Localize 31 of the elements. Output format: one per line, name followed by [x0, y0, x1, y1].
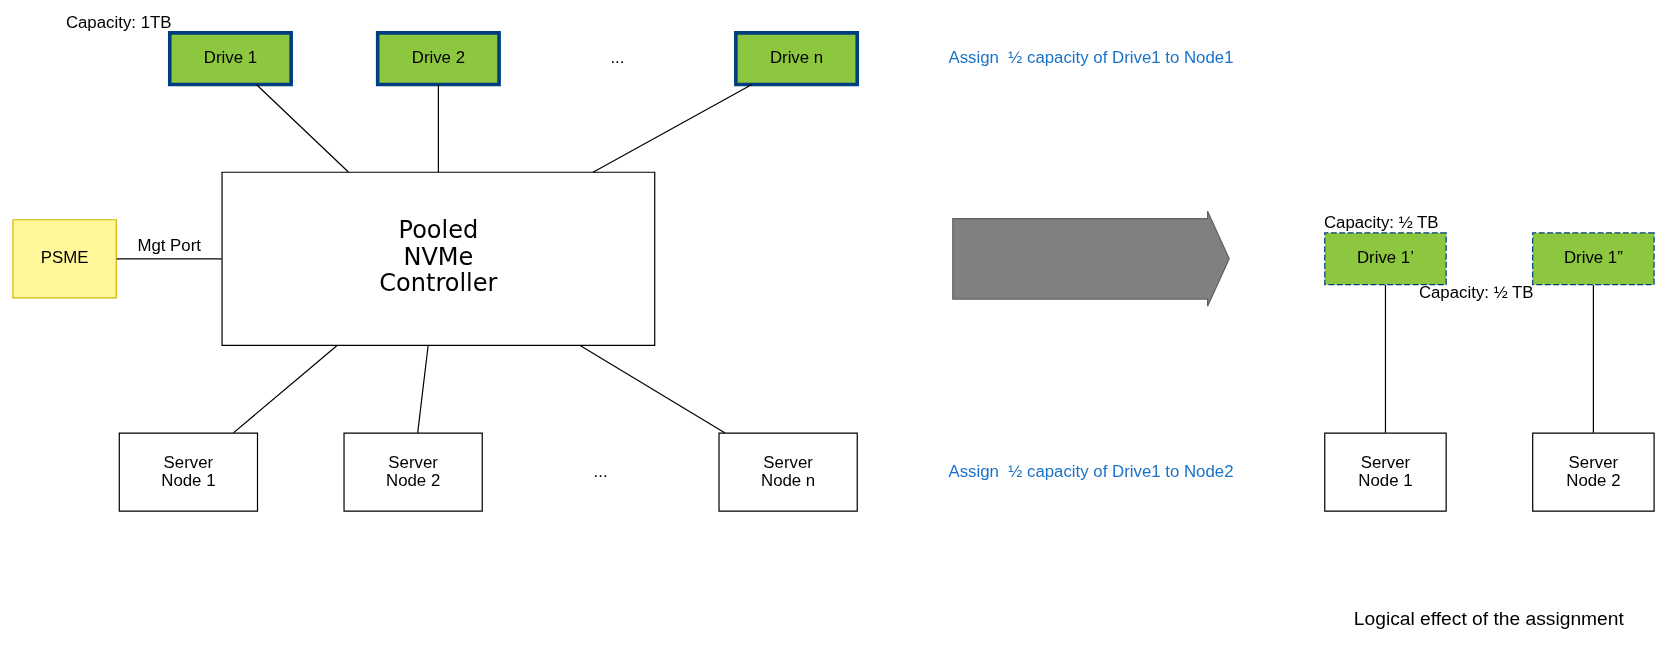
node-box: Pooled NVMe Controller [221, 171, 656, 346]
node-box: Server Node n [718, 432, 858, 512]
connector [1592, 284, 1594, 434]
node-box: Server Node 2 [343, 432, 483, 512]
connector [417, 344, 429, 434]
node-label: Capacity: ½ TB [1323, 213, 1439, 233]
connector [592, 83, 753, 173]
connector [255, 83, 349, 173]
connector [579, 344, 726, 434]
node-box: Server Node 2 [1532, 432, 1655, 512]
label: Assign ½ capacity of Drive1 to Node2 [948, 461, 1234, 481]
node-box: Server Node 1 [118, 432, 259, 512]
label: Logical effect of the assignment [1353, 608, 1624, 630]
edge-label: Mgt Port [137, 235, 201, 255]
connector [437, 83, 439, 173]
connector [232, 344, 338, 434]
node-box: Drive 2 [375, 31, 501, 87]
label: Assign ½ capacity of Drive1 to Node1 [948, 48, 1234, 68]
node-box: Drive 1’ [1324, 232, 1447, 286]
node-label: Capacity: ½ TB [1418, 283, 1534, 303]
node-box: Server Node 1 [1324, 432, 1447, 512]
label: ... [593, 461, 608, 481]
node-label: Capacity: 1TB [65, 13, 172, 33]
connector [115, 258, 223, 260]
label: ... [610, 48, 625, 68]
node-arrow [952, 210, 1230, 307]
node-box: PSME [12, 219, 117, 299]
connector [1384, 284, 1387, 434]
node-box: Drive n [734, 31, 860, 87]
node-box: Drive 1 [167, 31, 293, 87]
node-box: Drive 1” [1532, 232, 1655, 286]
